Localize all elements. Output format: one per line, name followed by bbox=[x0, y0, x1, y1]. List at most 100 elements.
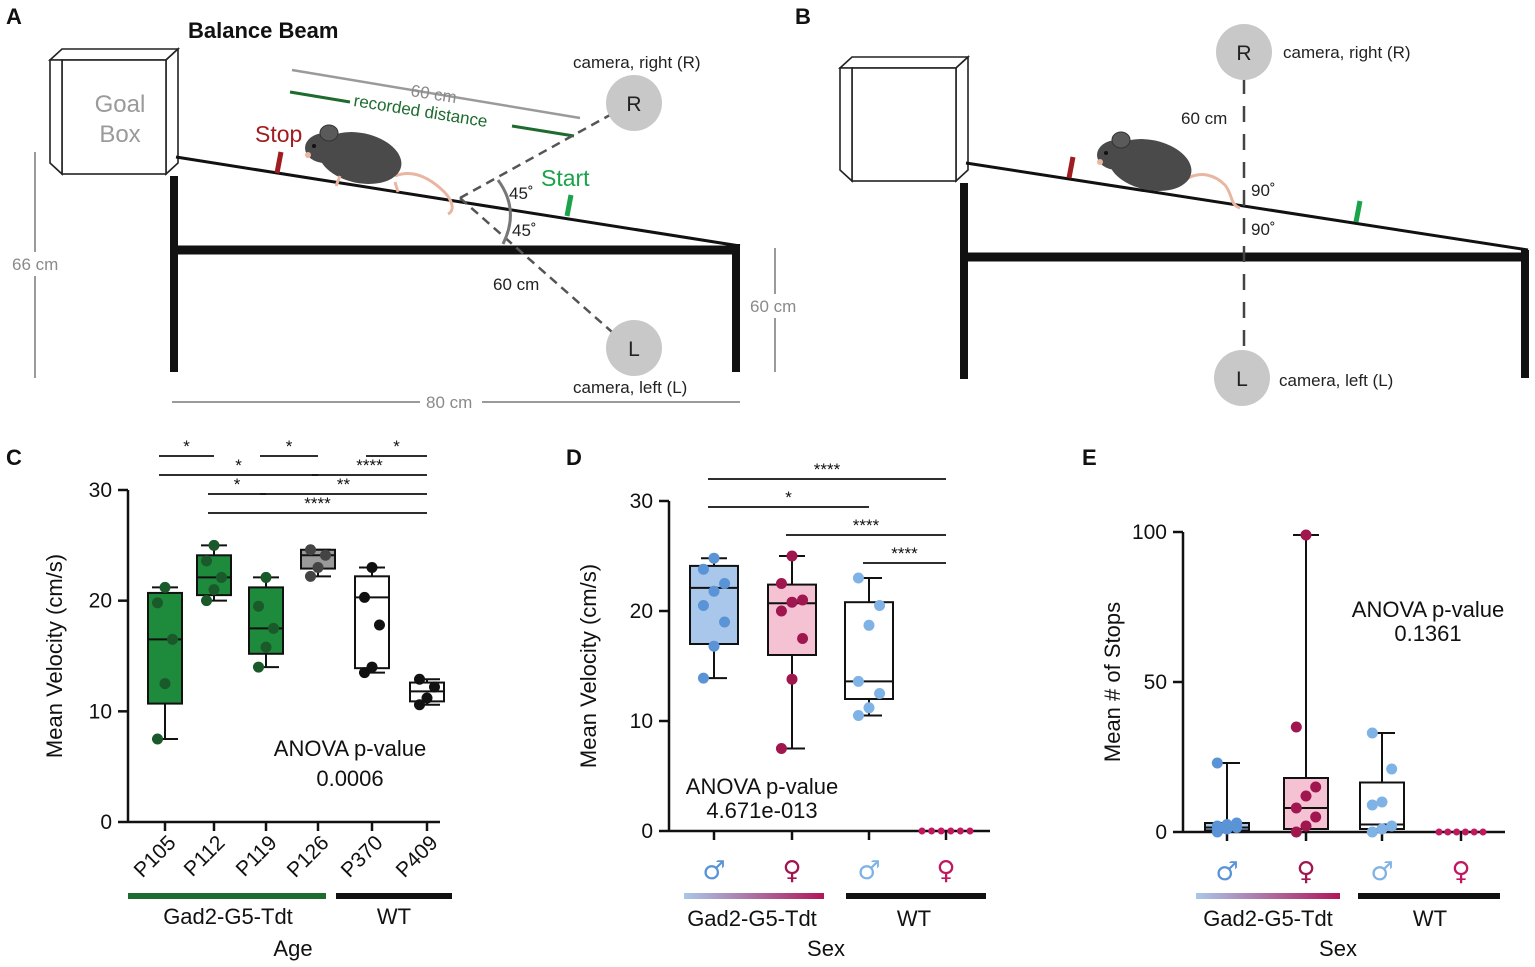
y-tick-label: 20 bbox=[89, 590, 112, 613]
mouse-illustration-b bbox=[1097, 131, 1241, 210]
group-label: WT bbox=[897, 906, 931, 931]
data-point bbox=[319, 549, 331, 561]
stop-label: Stop bbox=[255, 121, 302, 147]
data-point bbox=[1310, 811, 1322, 823]
data-point bbox=[253, 600, 265, 612]
camera-right-label: camera, right (R) bbox=[573, 53, 701, 72]
anova-value: 0.0006 bbox=[316, 766, 383, 791]
angle-label-2: 45˚ bbox=[512, 221, 537, 240]
x-axis-title: Sex bbox=[807, 936, 845, 961]
data-point bbox=[1444, 828, 1452, 836]
box-group bbox=[918, 827, 974, 840]
sixty-cm-height-label: 60 cm bbox=[750, 297, 796, 316]
data-point bbox=[863, 619, 875, 631]
y-tick-label: 10 bbox=[89, 700, 112, 723]
data-point bbox=[359, 591, 371, 603]
eighty-cm-label: 80 cm bbox=[426, 393, 472, 412]
data-point bbox=[305, 570, 317, 582]
box bbox=[689, 564, 739, 646]
camera-left-circle bbox=[606, 320, 662, 376]
data-point bbox=[267, 622, 279, 634]
x-tick-label: P105 bbox=[130, 831, 181, 882]
data-point bbox=[1376, 823, 1388, 835]
data-point bbox=[1470, 828, 1478, 836]
data-point bbox=[852, 710, 864, 721]
data-point bbox=[201, 555, 213, 567]
camera-left-label: camera, left (L) bbox=[573, 378, 687, 397]
anova-label: ANOVA p-value bbox=[686, 774, 838, 799]
camera-right-letter: R bbox=[626, 93, 641, 116]
panel-letter-c: C bbox=[6, 445, 22, 470]
data-point bbox=[1221, 819, 1233, 830]
camera-right-letter-b: R bbox=[1236, 42, 1251, 65]
panel-letter-b: B bbox=[795, 4, 811, 29]
data-point bbox=[956, 827, 964, 835]
box-group bbox=[1283, 529, 1329, 841]
sixty-cm-bottom-label: 60 cm bbox=[493, 275, 539, 294]
data-point bbox=[428, 681, 440, 693]
panel-b-diagram: R camera, right (R) L camera, left (L) 6… bbox=[837, 24, 1529, 406]
panel-letter-a: A bbox=[6, 4, 22, 29]
angle-label-1: 45˚ bbox=[509, 184, 534, 203]
data-point bbox=[775, 605, 787, 617]
box-group bbox=[248, 571, 284, 831]
data-point bbox=[366, 661, 378, 673]
y-tick-label: 20 bbox=[630, 600, 653, 623]
group-label: Gad2-G5-Tdt bbox=[163, 904, 293, 929]
data-point bbox=[1231, 817, 1243, 829]
x-tick-label: ♀ bbox=[936, 856, 955, 886]
group-bar bbox=[128, 893, 326, 899]
data-point bbox=[1461, 828, 1469, 836]
box-group bbox=[1359, 727, 1405, 841]
camera-right-label-b: camera, right (R) bbox=[1283, 43, 1411, 62]
data-point bbox=[1211, 820, 1223, 832]
data-point bbox=[697, 600, 709, 611]
data-point bbox=[863, 702, 875, 714]
x-axis-title: Age bbox=[273, 936, 312, 961]
data-point bbox=[874, 600, 886, 611]
camera-left-letter: L bbox=[628, 338, 640, 361]
significance-label: **** bbox=[853, 516, 880, 535]
data-point bbox=[1290, 721, 1302, 733]
x-tick-label: ♂ bbox=[1370, 857, 1393, 887]
significance-label: * bbox=[785, 488, 792, 507]
data-point bbox=[719, 616, 731, 628]
x-tick-label: ♀ bbox=[1296, 857, 1315, 887]
group-label: WT bbox=[1413, 906, 1447, 931]
panel-a-title: Balance Beam bbox=[188, 18, 338, 43]
data-point bbox=[852, 675, 864, 687]
y-axis-title: Mean Velocity (cm/s) bbox=[42, 554, 67, 758]
data-point bbox=[708, 552, 720, 564]
sixty-cm-label-b: 60 cm bbox=[1181, 109, 1227, 128]
data-point bbox=[797, 633, 809, 644]
significance-label: * bbox=[235, 456, 242, 475]
significance-label: **** bbox=[356, 456, 383, 475]
anova-value: 4.671e-013 bbox=[706, 798, 817, 823]
data-point bbox=[312, 561, 324, 573]
data-point bbox=[874, 688, 886, 699]
data-point bbox=[966, 827, 974, 835]
x-axis-title: Sex bbox=[1319, 936, 1357, 961]
goal-box-label-1: Goal bbox=[95, 91, 146, 118]
data-point bbox=[786, 596, 798, 608]
x-tick-label: ♂ bbox=[1215, 857, 1238, 887]
x-tick-label: P112 bbox=[180, 831, 230, 881]
goal-box-label-2: Box bbox=[99, 121, 140, 148]
data-point bbox=[1310, 781, 1322, 793]
anova-value: 0.1361 bbox=[1394, 621, 1461, 646]
significance-label: ** bbox=[337, 475, 351, 494]
significance-label: * bbox=[286, 437, 293, 456]
data-point bbox=[253, 661, 265, 673]
data-point bbox=[1290, 826, 1302, 838]
significance-label: * bbox=[393, 437, 400, 456]
data-point bbox=[366, 561, 378, 573]
group-bar bbox=[336, 893, 452, 899]
group-label: Gad2-G5-Tdt bbox=[687, 906, 817, 931]
data-point bbox=[1366, 799, 1378, 811]
box-group bbox=[196, 539, 232, 831]
box-group bbox=[767, 550, 817, 840]
